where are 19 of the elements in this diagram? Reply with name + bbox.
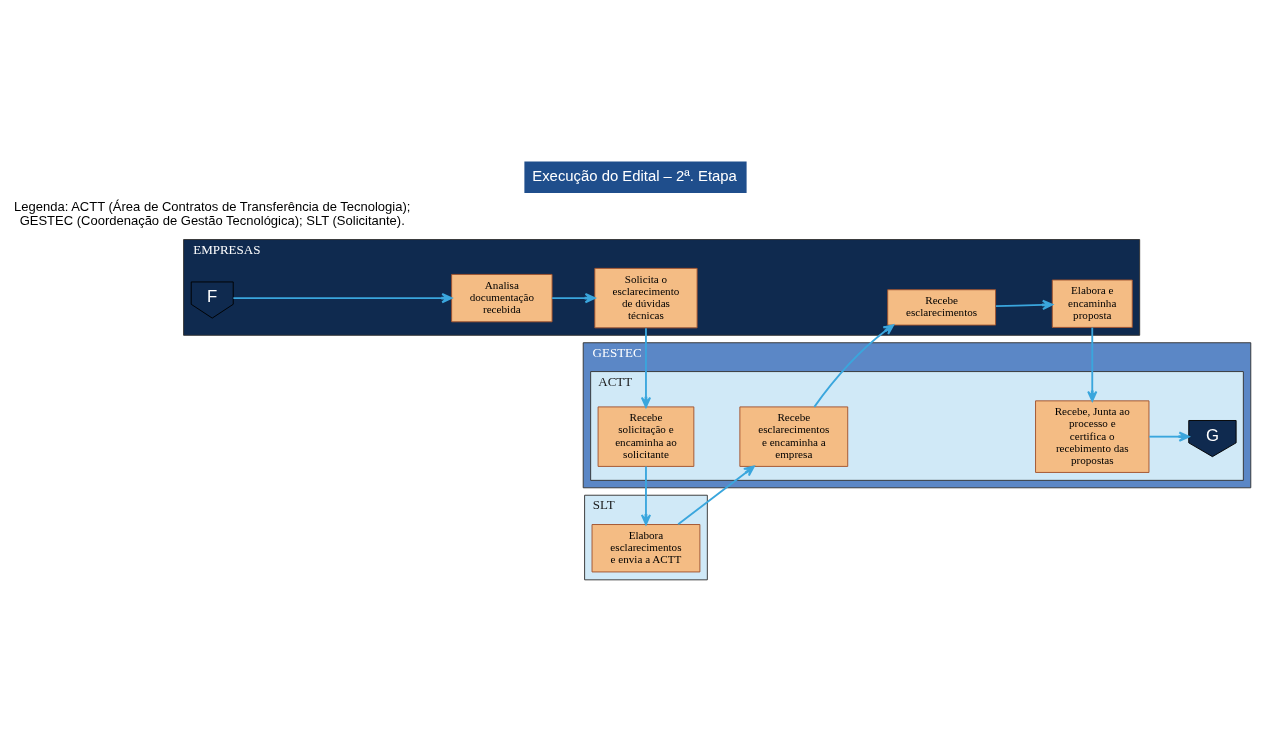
arrow	[677, 465, 755, 525]
node-box: Solicita o esclarecimento de dúvidas técnicas	[594, 267, 698, 328]
node-box: Elabora esclarecimentos e envia a ACTT	[591, 523, 701, 572]
caption: Legenda: ACTT (Área de Contratos de Transferência de Tecnologia); GESTEC (Coordenação de Gestão Tecnológica); SLT (Solicitante).	[14, 198, 411, 228]
arrow	[640, 465, 652, 525]
arrow	[1087, 326, 1098, 402]
node-box: Elabora e encaminha proposta	[1051, 279, 1133, 328]
arrow	[813, 323, 895, 408]
node-box: Recebe solicitação e encaminha ao solicitante	[597, 405, 695, 467]
node-box: Recebe esclarecimentos	[887, 288, 997, 326]
arrow	[551, 292, 596, 303]
node-box: Recebe esclarecimentos e encaminha a empresa	[739, 405, 849, 467]
diagram-title: Execução do Edital – 2ª. Etapa	[532, 167, 737, 184]
arrow	[640, 326, 652, 408]
arrow	[232, 292, 453, 303]
arrow	[1148, 431, 1190, 442]
node-box: Recebe, Junta ao processo e certifica o recebimento das propostas	[1035, 399, 1150, 473]
node-box: Analisa documentação recebida	[451, 273, 553, 322]
arrow	[994, 299, 1054, 310]
